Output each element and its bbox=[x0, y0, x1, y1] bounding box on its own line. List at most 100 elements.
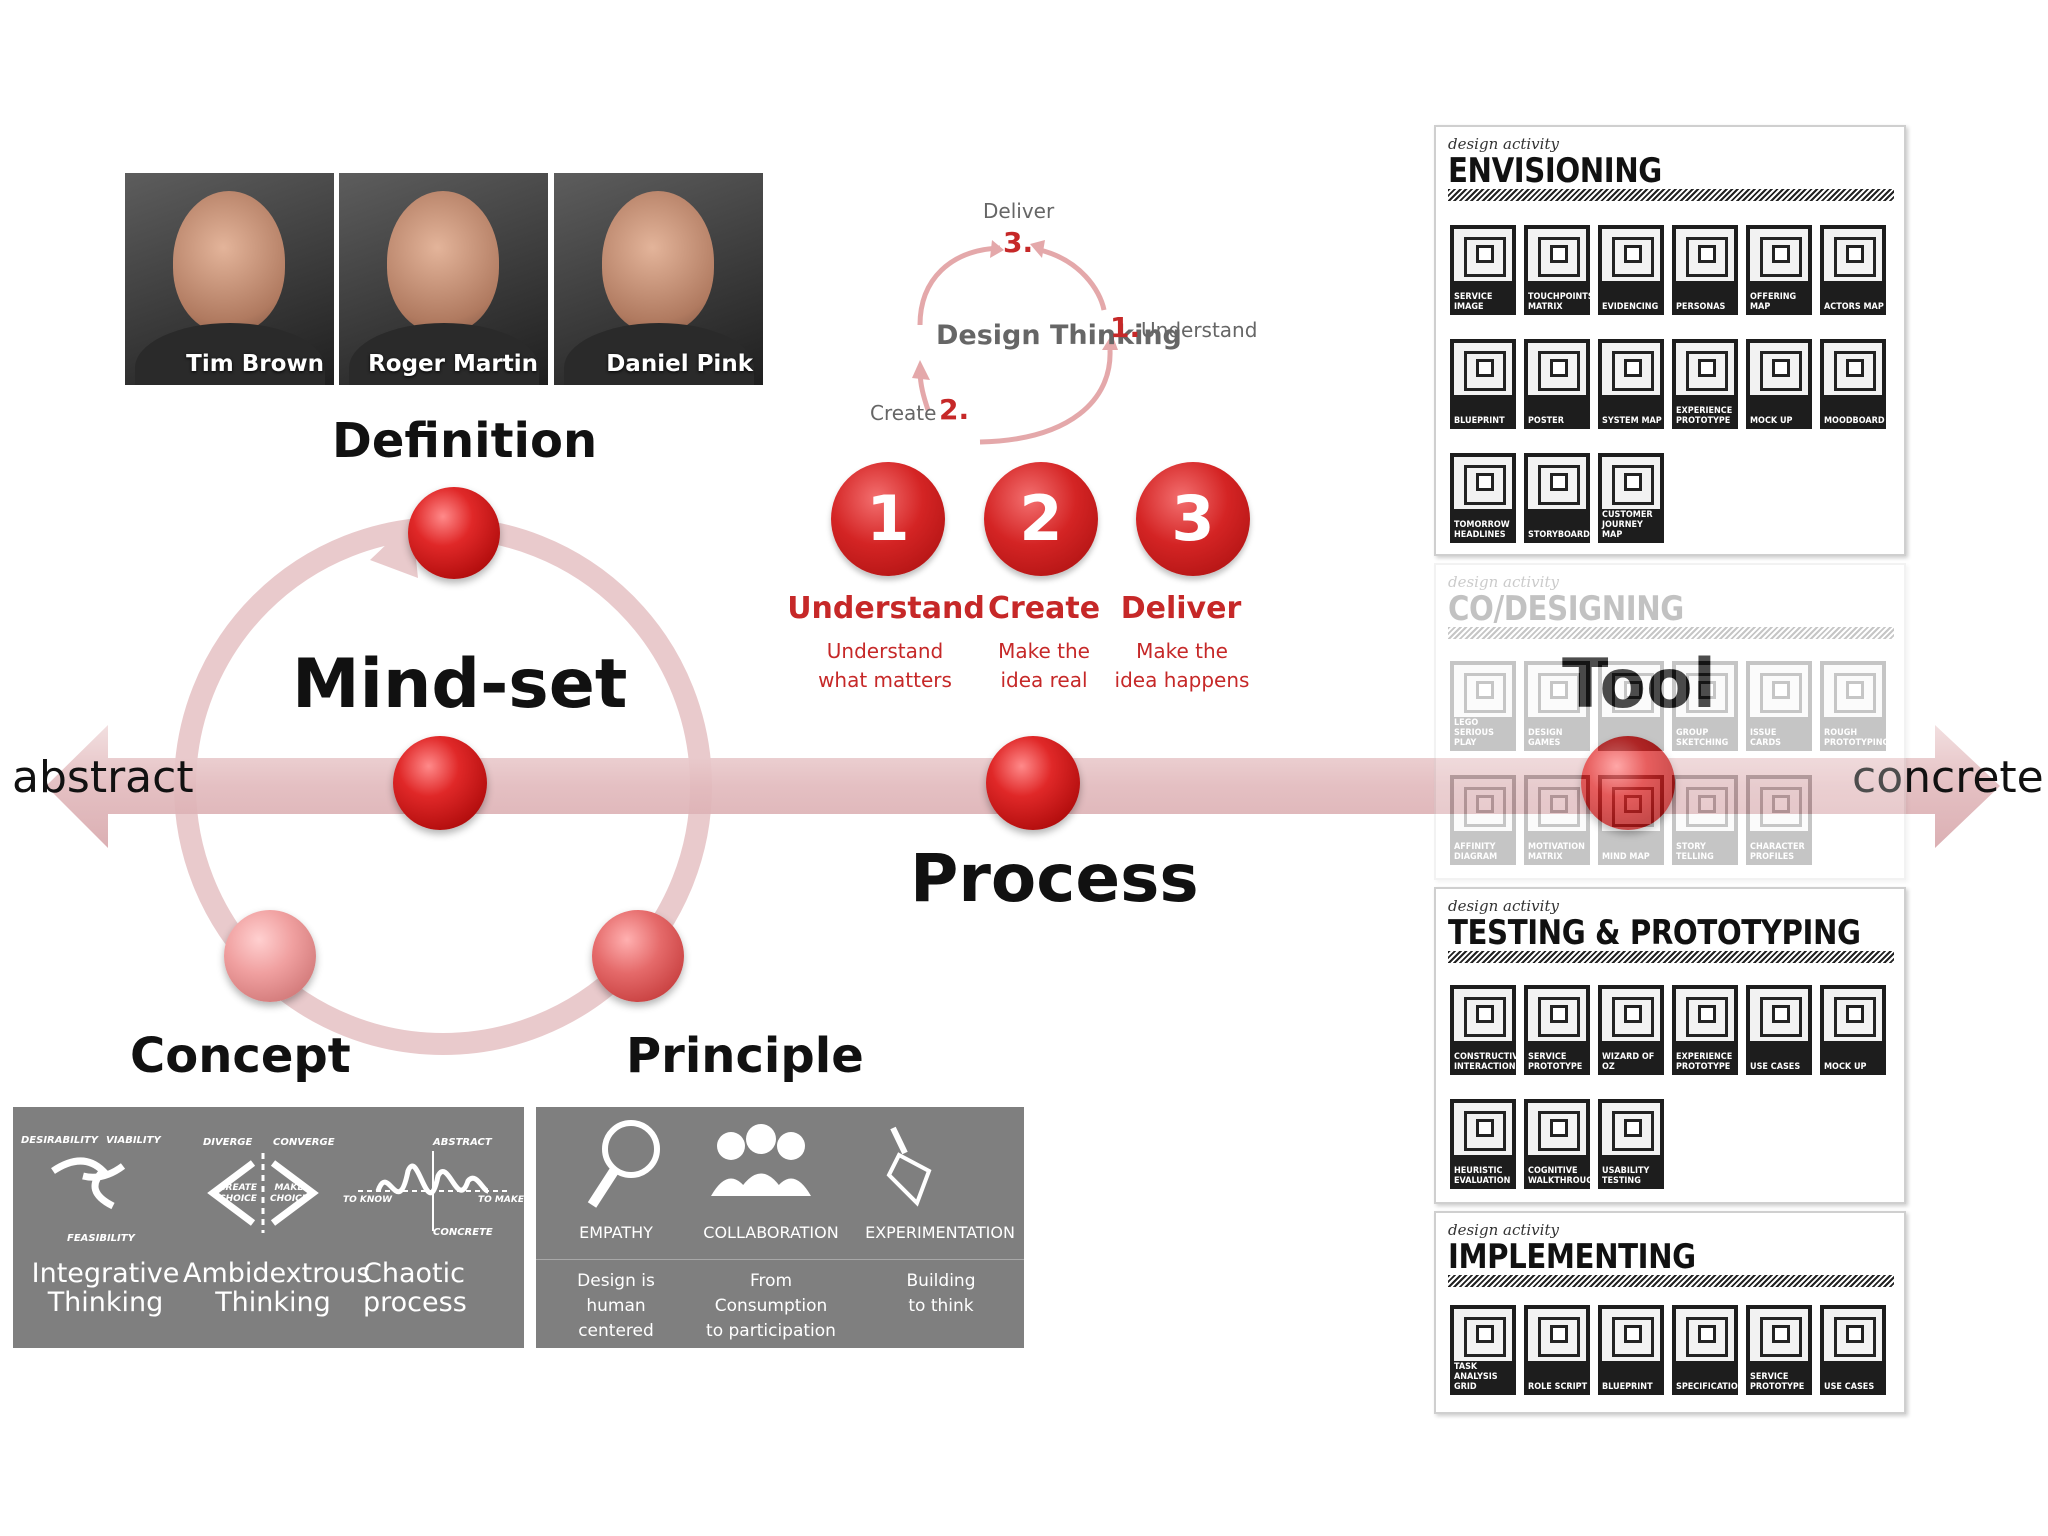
tool-tile: CHARACTER PROFILES bbox=[1746, 775, 1812, 865]
tool-tile: ACTORS MAP bbox=[1820, 225, 1886, 315]
tool-tile: EVIDENCING bbox=[1598, 225, 1664, 315]
principle-item-2-line3: to participation bbox=[706, 1321, 836, 1341]
tool-tile-label: STORYBOARD bbox=[1528, 530, 1590, 540]
card-hatch bbox=[1448, 1275, 1894, 1287]
principle-node bbox=[592, 910, 684, 1002]
people-group-icon bbox=[711, 1124, 811, 1196]
tool-tile: USE CASES bbox=[1746, 985, 1812, 1075]
person-name: Roger Martin bbox=[368, 351, 538, 377]
tool-tile-label: ROUGH PROTOTYPING bbox=[1824, 728, 1890, 748]
cycle-deliver-label: Deliver bbox=[983, 199, 1055, 223]
tool-tile: MOODBOARD bbox=[1820, 339, 1886, 429]
step-2-subtitle: Make the idea real bbox=[959, 637, 1129, 695]
tool-icon bbox=[1602, 1309, 1660, 1361]
tool-icon bbox=[1750, 229, 1808, 281]
card-kicker: design activity bbox=[1448, 573, 1559, 591]
card-kicker: design activity bbox=[1448, 135, 1559, 153]
concept-icon3-r: TO MAKE bbox=[478, 1195, 524, 1205]
tool-tile-label: SERVICE PROTOTYPE bbox=[1528, 1052, 1583, 1072]
principle-item-2-desc: From Consumption to participation bbox=[696, 1269, 846, 1344]
tool-tile-label: ROLE SCRIPT bbox=[1528, 1382, 1588, 1392]
tool-tile: SERVICE PROTOTYPE bbox=[1746, 1305, 1812, 1395]
tool-tile: MOCK UP bbox=[1746, 339, 1812, 429]
step-2-sub-line2: idea real bbox=[1000, 668, 1088, 692]
tool-icon bbox=[1454, 989, 1512, 1041]
tool-icon bbox=[1676, 665, 1734, 717]
concept-icon3-b: CONCRETE bbox=[433, 1227, 493, 1238]
tool-tile: TASK ANALYSIS GRID bbox=[1450, 1305, 1516, 1395]
tool-tile-label: SPECIFICATION bbox=[1676, 1382, 1745, 1392]
concept-item-1-line2: Thinking bbox=[47, 1287, 164, 1318]
portrait-tim-brown: Tim Brown bbox=[125, 173, 334, 385]
tool-tile: CONSTRUCTIVE INTERACTION bbox=[1450, 985, 1524, 1075]
concept-item-1-line1: Integrative bbox=[31, 1258, 180, 1289]
tool-icon bbox=[1454, 779, 1512, 831]
cycle-understand-number: 1. bbox=[1110, 311, 1141, 344]
tool-icon bbox=[1602, 665, 1660, 717]
tool-tile: HEURISTIC EVALUATION bbox=[1450, 1099, 1516, 1189]
tool-icon bbox=[1454, 457, 1512, 509]
tool-tile: POSTER bbox=[1524, 339, 1590, 429]
step-3-title: Deliver bbox=[1120, 591, 1242, 626]
tool-tile-label: CHARACTER PROFILES bbox=[1750, 842, 1805, 862]
step-1-subtitle: Understand what matters bbox=[800, 637, 970, 695]
tool-tile-label: CUSTOMER JOURNEY MAP bbox=[1602, 510, 1653, 540]
concrete-label: concrete bbox=[1852, 752, 2044, 803]
tool-tile: DESIGN GAMES bbox=[1524, 661, 1590, 751]
concept-node bbox=[224, 910, 316, 1002]
concept-item-1: Integrative Thinking bbox=[23, 1259, 188, 1317]
tool-icon bbox=[1824, 989, 1882, 1041]
cycle-center-label: Design Thinking bbox=[936, 320, 1182, 351]
tool-icon bbox=[1750, 989, 1808, 1041]
tool-tile: STORY TELLING bbox=[1672, 775, 1738, 865]
portrait-daniel-pink: Daniel Pink bbox=[554, 173, 763, 385]
tool-tile-label: BLUEPRINT bbox=[1602, 1382, 1653, 1392]
chaotic-process-icon bbox=[358, 1151, 508, 1231]
tool-tile: SERVICE IMAGE bbox=[1450, 225, 1516, 315]
tool-tile: BLUEPRINT bbox=[1598, 1305, 1664, 1395]
step-3-sub-line2: idea happens bbox=[1114, 668, 1250, 692]
card-title: CO/DESIGNING bbox=[1448, 589, 1684, 629]
tool-tile: BLUEPRINT bbox=[1450, 339, 1516, 429]
concept-item-3: Chaotic process bbox=[363, 1259, 483, 1317]
concept-label: Concept bbox=[130, 1028, 351, 1084]
tool-tile-label: SYSTEM MAP bbox=[1602, 416, 1662, 426]
tool-tile: USE CASES bbox=[1820, 1305, 1886, 1395]
concept-icon1-tr: VIABILITY bbox=[106, 1135, 161, 1146]
tool-tile-label: OFFERING MAP bbox=[1750, 292, 1797, 312]
tool-tile-label: MOODBOARD bbox=[1824, 416, 1885, 426]
tool-tile: SYSTEM MAP bbox=[1598, 339, 1664, 429]
tool-tile: MOTIVATION MATRIX bbox=[1524, 775, 1590, 865]
tool-icon bbox=[1454, 229, 1512, 281]
tool-tile-label: DESIGN GAMES bbox=[1528, 728, 1563, 748]
cycle-deliver-number: 3. bbox=[1003, 226, 1034, 259]
tool-icon bbox=[1454, 1309, 1512, 1361]
tool-icon bbox=[1824, 343, 1882, 395]
step-1-sub-line1: Understand bbox=[826, 639, 944, 663]
person-name: Tim Brown bbox=[186, 351, 324, 377]
tool-tile-label: PERSONAS bbox=[1676, 302, 1726, 312]
tool-tile-label: POSTER bbox=[1528, 416, 1564, 426]
tool-icon bbox=[1602, 457, 1660, 509]
card-hatch bbox=[1448, 189, 1894, 201]
tool-tile: AFFINITY DIAGRAM bbox=[1450, 775, 1516, 865]
principle-divider bbox=[536, 1259, 1024, 1260]
design-thinking-cycle bbox=[912, 240, 1118, 445]
principle-panel: EMPATHY COLLABORATION EXPERIMENTATION De… bbox=[536, 1107, 1024, 1348]
tool-icon bbox=[1528, 1103, 1586, 1155]
mindset-node bbox=[393, 736, 487, 830]
tool-tile-label: LEGO SERIOUS PLAY bbox=[1454, 718, 1494, 748]
principle-item-1-line1: Design is bbox=[577, 1271, 655, 1291]
tool-icon bbox=[1528, 989, 1586, 1041]
principle-item-1-line2: human bbox=[586, 1296, 646, 1316]
tool-label: Tool bbox=[1562, 645, 1716, 724]
tool-tile: PERSONAS bbox=[1672, 225, 1738, 315]
tool-icon bbox=[1676, 343, 1734, 395]
card-kicker: design activity bbox=[1448, 1221, 1559, 1239]
step-2-title: Create bbox=[987, 591, 1101, 626]
tool-tile: TOMORROW HEADLINES bbox=[1450, 453, 1516, 543]
card-title: IMPLEMENTING bbox=[1448, 1237, 1696, 1277]
tool-icon bbox=[1750, 665, 1808, 717]
tool-tile-label: EXPERIENCE PROTOTYPE bbox=[1676, 406, 1733, 426]
tool-icon bbox=[1602, 989, 1660, 1041]
